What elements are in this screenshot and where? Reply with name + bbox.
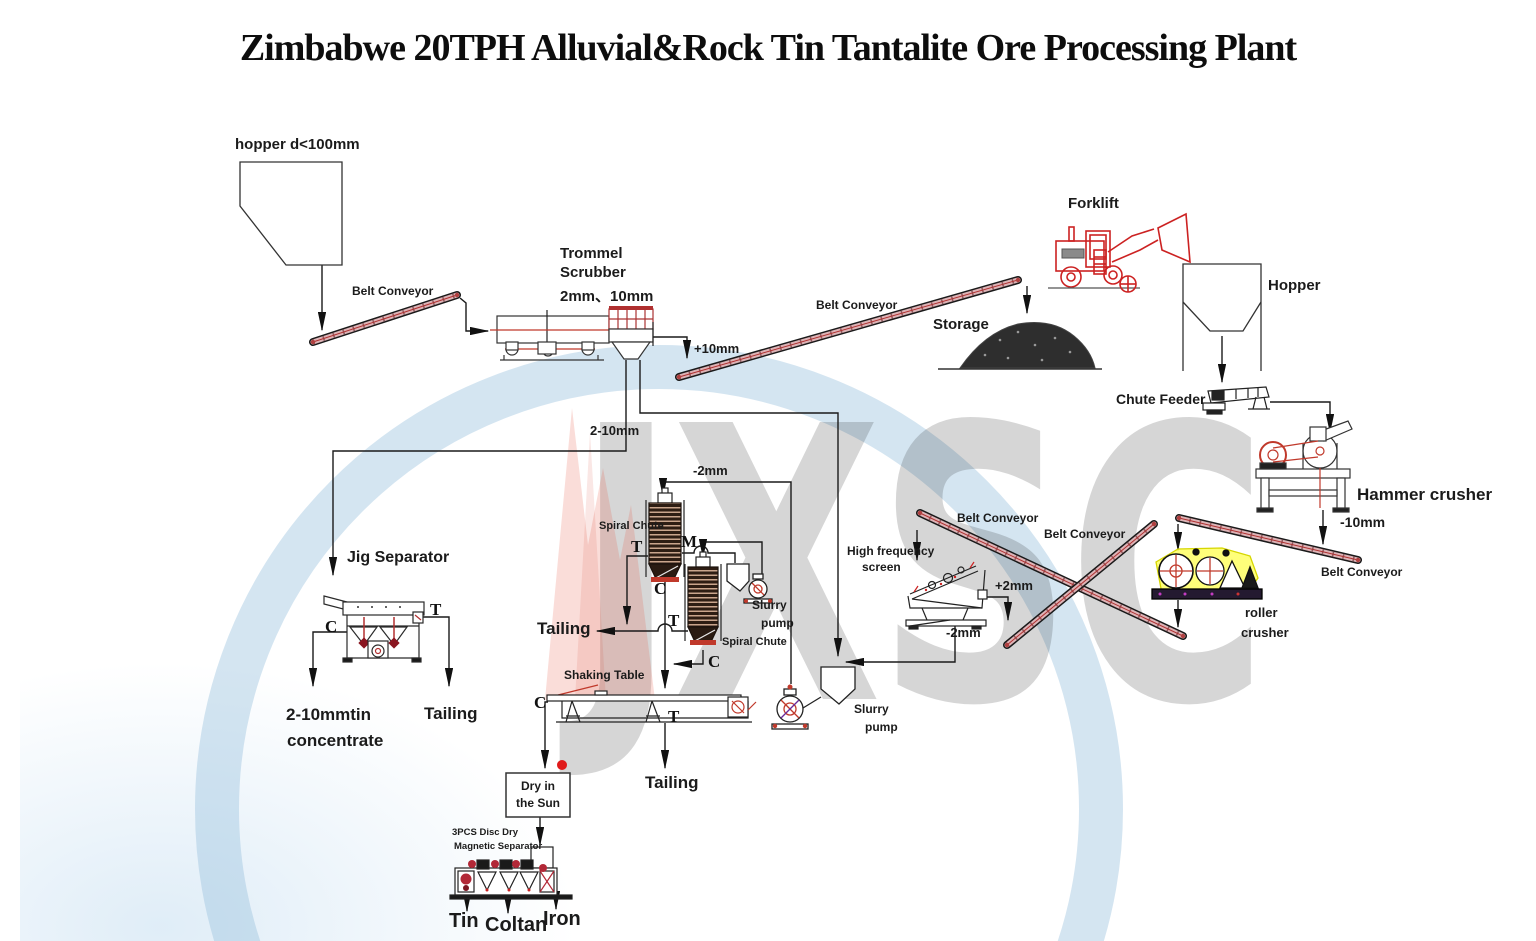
page-title: Zimbabwe 20TPH Alluvial&Rock Tin Tantali…	[239, 27, 1297, 69]
flow-lines	[308, 265, 1335, 915]
label-spiral-chute-2: Spiral Chute	[722, 636, 787, 648]
label-hopper: Hopper	[1268, 277, 1321, 294]
label-feed-hopper: hopper d<100mm	[235, 136, 360, 153]
chute-feeder-machine	[1202, 386, 1270, 415]
label-dry-1: Dry in	[520, 779, 555, 793]
label-chute-feeder: Chute Feeder	[1116, 391, 1206, 407]
roller-crusher-machine	[1151, 547, 1263, 600]
high-frequency-screen-machine	[905, 561, 988, 630]
label-plus2mm: +2mm	[995, 578, 1033, 593]
belt-conveyor-storage	[675, 276, 1022, 381]
label-shaking-table: Shaking Table	[564, 668, 645, 682]
label-hf-screen-1: High frequency	[847, 544, 935, 558]
label-tailing-spiral: Tailing	[537, 619, 591, 638]
label-tin: Tin	[449, 910, 479, 932]
shaking-table-machine	[546, 684, 757, 723]
label-trommel-1: Trommel	[560, 245, 623, 262]
label-hf-screen-2: screen	[862, 560, 901, 574]
label-belt-conveyor-5: Belt Conveyor	[1044, 527, 1126, 541]
belt-conveyor-screen-feed	[916, 509, 1187, 640]
label-concentrate-1: 2-10mmtin	[286, 705, 372, 724]
label-minus2mm-spiral: -2mm	[693, 463, 728, 478]
label-belt-conveyor-3: Belt Conveyor	[1321, 565, 1403, 579]
label-spiral-chute-1: Spiral Chute	[599, 520, 664, 532]
mark-sp1-c: C	[654, 579, 667, 598]
label-trommel-2: Scrubber	[560, 264, 626, 281]
mark-sp2-t: T	[668, 611, 680, 630]
red-dot	[557, 760, 567, 770]
label-forklift: Forklift	[1068, 195, 1119, 212]
feed-hopper-shape	[239, 161, 343, 266]
mark-sp1-t: T	[631, 537, 643, 556]
storage-pile	[938, 322, 1102, 370]
mark-jig-c: C	[325, 617, 338, 636]
label-minus10mm: -10mm	[1340, 514, 1386, 530]
label-trommel-3: 2mm、10mm	[560, 288, 654, 305]
label-slurry-pump-1b: pump	[761, 616, 794, 630]
label-2-10mm: 2-10mm	[590, 423, 640, 438]
label-iron: Iron	[543, 908, 581, 930]
label-slurry-pump-1a: Slurry	[752, 598, 787, 612]
hammer-crusher-machine	[1255, 420, 1353, 513]
mark-sp2-c: C	[708, 652, 721, 671]
spiral-chute-2-machine	[684, 551, 722, 645]
label-slurry-pump-2b: pump	[865, 720, 898, 734]
trommel-scrubber-machine	[490, 306, 654, 361]
slurry-pump-2-machine	[771, 666, 856, 730]
jig-separator-machine	[323, 595, 425, 663]
forklift-machine	[1048, 212, 1191, 293]
label-tailing-table: Tailing	[645, 773, 699, 792]
label-slurry-pump-2a: Slurry	[854, 702, 889, 716]
label-roller-2: crusher	[1241, 625, 1289, 640]
label-minus2mm-screen: -2mm	[946, 625, 981, 640]
spiral-chute-1-machine	[645, 487, 685, 582]
dry-in-sun-box	[505, 772, 571, 818]
label-storage: Storage	[933, 316, 989, 333]
label-coltan: Coltan	[485, 914, 548, 936]
label-roller-1: roller	[1245, 605, 1278, 620]
label-jig-separator: Jig Separator	[347, 549, 450, 566]
label-hammer-crusher: Hammer crusher	[1357, 485, 1493, 504]
label-dry-2: the Sun	[516, 796, 560, 810]
label-tailing-jig: Tailing	[424, 704, 478, 723]
mark-jig-t: T	[430, 600, 442, 619]
belt-conveyor-feed	[309, 291, 461, 346]
mark-table-t: T	[668, 707, 680, 726]
slurry-pump-1-machine	[726, 563, 773, 604]
label-magsep-2: Magnetic Separator	[454, 841, 543, 852]
mark-sp1-m: M	[681, 532, 698, 551]
belt-conveyor-crusher-discharge	[1175, 514, 1362, 564]
label-magsep-1: 3PCS Disc Dry	[452, 827, 519, 838]
label-belt-conveyor-1: Belt Conveyor	[352, 284, 434, 298]
hopper-shape	[1182, 263, 1262, 371]
magnetic-separator-machine	[449, 846, 573, 900]
label-plus10mm: +10mm	[694, 341, 740, 356]
belt-conveyor-screen-oversize	[1003, 520, 1158, 649]
mark-table-c: C	[534, 693, 547, 712]
label-belt-conveyor-4: Belt Conveyor	[957, 511, 1039, 525]
label-concentrate-2: concentrate	[287, 731, 384, 750]
label-belt-conveyor-2: Belt Conveyor	[816, 298, 898, 312]
